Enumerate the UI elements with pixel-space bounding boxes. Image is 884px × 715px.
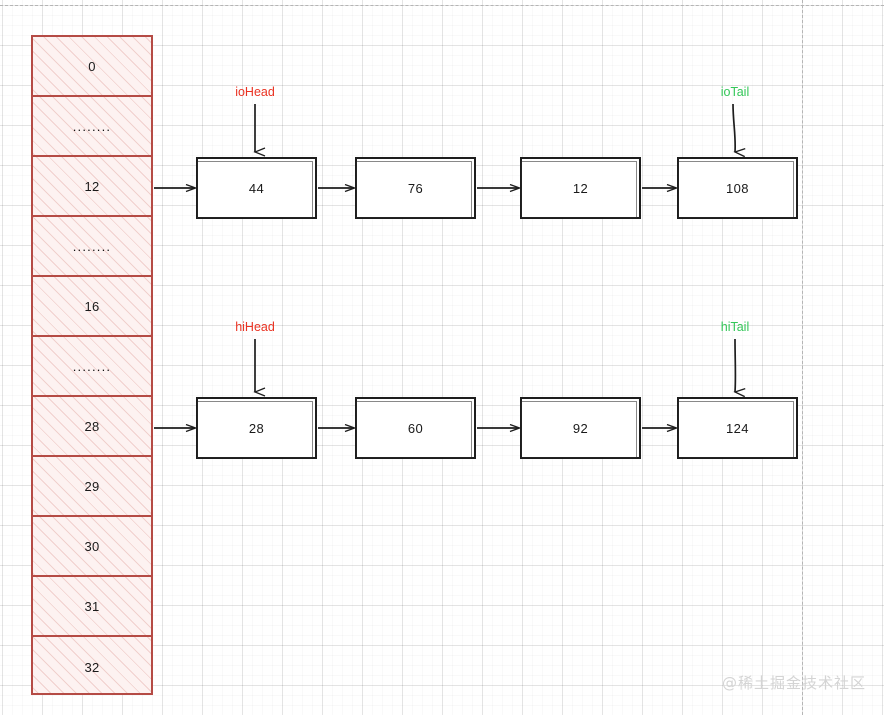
lo-node-1: 76 <box>355 157 476 219</box>
lo-node-0: 44 <box>196 157 317 219</box>
label-hitail: hiTail <box>720 320 750 334</box>
bucket-cell-16: 16 <box>33 277 151 337</box>
lo-node-3: 108 <box>677 157 798 219</box>
hi-node-0: 28 <box>196 397 317 459</box>
bucket-cell-29: 29 <box>33 457 151 517</box>
bucket-cell-0: 0 <box>33 37 151 97</box>
bucket-cell-label: 16 <box>84 298 100 314</box>
lo-node-1-value: 76 <box>407 180 424 196</box>
bucket-cell-label: ........ <box>72 358 112 374</box>
bucket-cell-label: 0 <box>88 58 96 74</box>
bucket-cell-label: ........ <box>72 238 112 254</box>
lo-node-2-value: 12 <box>572 180 589 196</box>
hi-node-3: 124 <box>677 397 798 459</box>
bucket-cell-31: 31 <box>33 577 151 637</box>
bucket-cell-label: 28 <box>84 418 100 434</box>
bucket-cell-label: 12 <box>84 178 100 194</box>
lo-node-0-value: 44 <box>248 180 265 196</box>
arrow-iotail-pointer <box>732 103 735 152</box>
hi-node-2: 92 <box>520 397 641 459</box>
hi-node-0-value: 28 <box>248 420 265 436</box>
label-iotail: ioTail <box>720 85 750 99</box>
bucket-cell-3: ........ <box>33 217 151 277</box>
bucket-cell-28: 28 <box>33 397 151 457</box>
bucket-array-table: 0 ........ 12 ........ 16 ........ 28 29… <box>31 35 153 695</box>
lo-node-2: 12 <box>520 157 641 219</box>
bucket-cell-label: 30 <box>84 538 100 554</box>
bucket-cell-32: 32 <box>33 637 151 697</box>
hi-node-1: 60 <box>355 397 476 459</box>
hi-node-3-value: 124 <box>726 420 749 436</box>
bucket-cell-label: 29 <box>84 478 100 494</box>
bucket-cell-30: 30 <box>33 517 151 577</box>
hi-node-1-value: 60 <box>407 420 424 436</box>
lo-node-3-value: 108 <box>726 180 749 196</box>
label-iohead: ioHead <box>235 85 275 99</box>
watermark: @稀土掘金技术社区 <box>721 674 866 692</box>
bucket-cell-12: 12 <box>33 157 151 217</box>
bucket-cell-label: 32 <box>84 659 100 675</box>
label-hihead: hiHead <box>235 320 275 334</box>
bucket-cell-5: ........ <box>33 337 151 397</box>
bucket-cell-1: ........ <box>33 97 151 157</box>
page-guide-right <box>802 0 803 715</box>
bucket-cell-label: 31 <box>84 598 100 614</box>
page-guide-top <box>0 5 884 6</box>
hi-node-2-value: 92 <box>572 420 589 436</box>
bucket-cell-label: ........ <box>72 118 112 134</box>
